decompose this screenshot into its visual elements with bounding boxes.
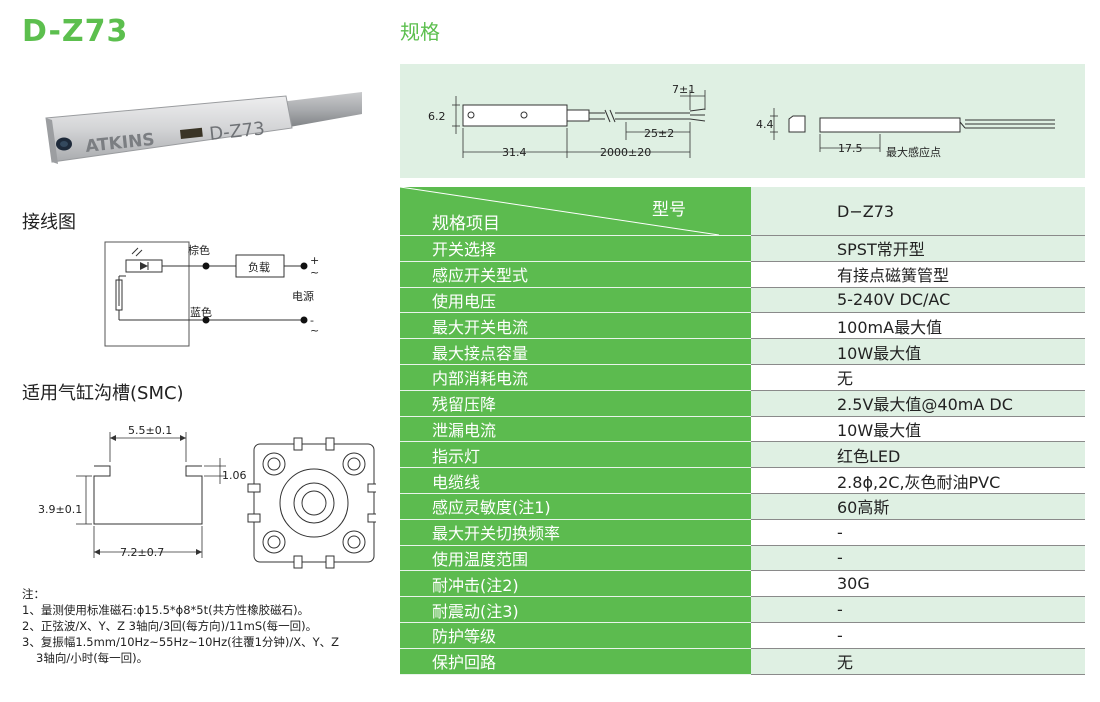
groove-title: 适用气缸沟槽(SMC) <box>22 383 184 404</box>
spec-row: 耐冲击(注2)30G <box>400 570 1085 598</box>
groove-dim-bottom: 7.2±0.7 <box>120 546 164 559</box>
tilde-label-bottom: ~ <box>310 324 319 337</box>
spec-value: 5-240V DC/AC <box>751 287 1085 314</box>
dim-2000: 2000±20 <box>600 146 651 159</box>
spec-title: 规格 <box>400 20 440 44</box>
spec-value: - <box>751 596 1085 623</box>
header-model-value: D−Z73 <box>751 187 1085 236</box>
spec-key: 电缆线 <box>400 467 751 494</box>
spec-value: 2.5V最大值@40mA DC <box>751 390 1085 417</box>
spec-value: 30G <box>751 570 1085 598</box>
spec-key: 保护回路 <box>400 648 751 675</box>
spec-row: 使用温度范围- <box>400 545 1085 572</box>
notes-header: 注： <box>22 587 45 601</box>
note-item: 3轴向/小时(每一回)。 <box>36 651 149 665</box>
spec-value: 100mA最大值 <box>751 312 1085 340</box>
spec-row: 指示灯红色LED <box>400 441 1085 469</box>
brown-wire-label: 棕色 <box>188 243 210 257</box>
header-item-label: 规格项目 <box>432 214 500 234</box>
dim-6-2: 6.2 <box>428 110 446 123</box>
header-diagonal <box>400 187 719 235</box>
dimension-drawing-panel: 6.2 7±1 25±2 31.4 2000±20 4.4 17.5 最大感应点 <box>400 64 1085 178</box>
spec-value: - <box>751 545 1085 572</box>
groove-dim-height: 3.9±0.1 <box>38 503 82 516</box>
dim-7: 7±1 <box>672 83 695 96</box>
spec-row: 感应灵敏度(注1)60高斯 <box>400 493 1085 520</box>
spec-value: 无 <box>751 648 1085 675</box>
spec-row: 内部消耗电流无 <box>400 364 1085 391</box>
spec-value: 60高斯 <box>751 493 1085 520</box>
spec-value: - <box>751 622 1085 649</box>
dim-31-4: 31.4 <box>502 146 527 159</box>
spec-row: 防护等级- <box>400 622 1085 649</box>
spec-key: 最大开关电流 <box>400 312 751 340</box>
spec-row: 感应开关型式有接点磁簧管型 <box>400 261 1085 288</box>
spec-row: 最大开关切换频率- <box>400 519 1085 546</box>
note-item: 2、正弦波/X、Y、Z 3轴向/3回(每方向)/11mS(每一回)。 <box>22 619 318 633</box>
groove-diagram: 5.5±0.1 1.06 3.9±0.1 7.2±0.7 <box>38 424 376 569</box>
spec-value: 10W最大值 <box>751 416 1085 443</box>
dim-4-4: 4.4 <box>756 118 774 131</box>
spec-key: 指示灯 <box>400 441 751 469</box>
dim-25: 25±2 <box>644 127 674 140</box>
tilde-label-top: ~ <box>310 266 319 279</box>
dim-17-5: 17.5 <box>838 142 863 155</box>
spec-key: 使用电压 <box>400 287 751 314</box>
spec-key: 最大开关切换频率 <box>400 519 751 546</box>
wiring-title: 接线图 <box>22 212 76 233</box>
spec-key: 使用温度范围 <box>400 545 751 572</box>
spec-header-row: 规格项目 型号 D−Z73 <box>400 187 1085 236</box>
load-label: 负载 <box>248 260 270 274</box>
spec-key: 防护等级 <box>400 622 751 649</box>
spec-key: 内部消耗电流 <box>400 364 751 391</box>
spec-key: 感应开关型式 <box>400 261 751 288</box>
notes: 注： 1、量测使用标准磁石:ϕ15.5*ϕ8*5t(共方性橡胶磁石)。 2、正弦… <box>22 586 339 666</box>
product-image: ATKINS D-Z73 <box>45 92 362 164</box>
groove-dim-top: 5.5±0.1 <box>128 424 172 437</box>
spec-value: 有接点磁簧管型 <box>751 261 1085 288</box>
spec-key: 开关选择 <box>400 235 751 262</box>
plus-label: + <box>310 254 319 267</box>
spec-key: 耐冲击(注2) <box>400 570 751 598</box>
power-label: 电源 <box>292 289 314 303</box>
product-model-text: D-Z73 <box>208 118 265 145</box>
max-sensing-point-label: 最大感应点 <box>886 145 941 159</box>
spec-value: 红色LED <box>751 441 1085 469</box>
spec-value: 2.8ϕ,2C,灰色耐油PVC <box>751 467 1085 494</box>
wiring-diagram: 棕色 蓝色 负载 + ~ 电源 - ~ <box>104 241 319 347</box>
groove-dim-side: 1.06 <box>222 469 247 482</box>
blue-wire-label: 蓝色 <box>190 305 212 319</box>
spec-value: - <box>751 519 1085 546</box>
spec-key: 最大接点容量 <box>400 338 751 365</box>
spec-key: 残留压降 <box>400 390 751 417</box>
spec-value: 无 <box>751 364 1085 391</box>
spec-row: 耐震动(注3)- <box>400 596 1085 623</box>
spec-row: 保护回路无 <box>400 648 1085 675</box>
page-title: D-Z73 <box>22 14 129 49</box>
spec-key: 泄漏电流 <box>400 416 751 443</box>
spec-header-cell: 规格项目 型号 <box>400 187 751 236</box>
dimension-drawing: 6.2 7±1 25±2 31.4 2000±20 4.4 17.5 最大感应点 <box>428 83 1055 159</box>
note-item: 1、量测使用标准磁石:ϕ15.5*ϕ8*5t(共方性橡胶磁石)。 <box>22 603 310 617</box>
spec-value: SPST常开型 <box>751 235 1085 262</box>
spec-key: 耐震动(注3) <box>400 596 751 623</box>
minus-label: - <box>310 314 314 327</box>
spec-key: 感应灵敏度(注1) <box>400 493 751 520</box>
spec-value: 10W最大值 <box>751 338 1085 365</box>
note-item: 3、复振幅1.5mm/10Hz~55Hz~10Hz(往覆1分钟)/X、Y、Z <box>22 635 340 649</box>
header-model-label: 型号 <box>652 200 686 220</box>
